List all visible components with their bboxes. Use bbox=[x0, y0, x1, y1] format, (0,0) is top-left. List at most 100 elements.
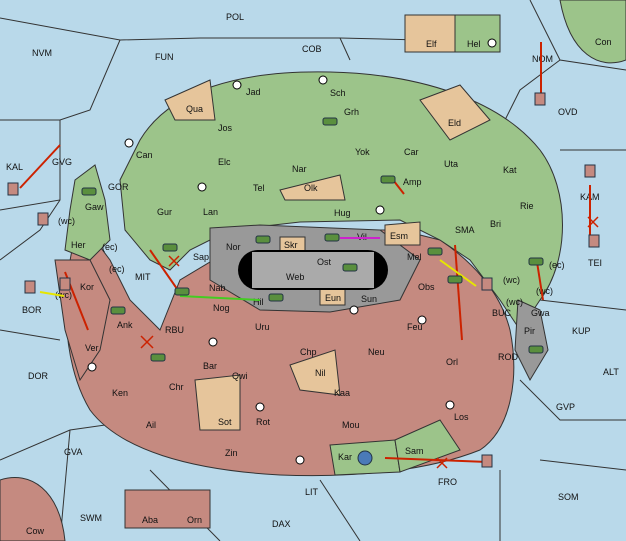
land-label: Rot bbox=[256, 417, 271, 427]
land-label: Ost bbox=[317, 257, 332, 267]
cross-icon bbox=[168, 255, 180, 267]
supply-center-icon[interactable] bbox=[445, 400, 455, 410]
cross-icon bbox=[140, 335, 154, 349]
land-label: Sam bbox=[405, 446, 424, 456]
supply-centers bbox=[87, 38, 497, 465]
sea-label: Con bbox=[595, 37, 612, 47]
army-icon[interactable] bbox=[150, 353, 166, 362]
sea-label: ALT bbox=[603, 367, 619, 377]
supply-center-icon[interactable] bbox=[255, 402, 265, 412]
sea-label: RBU bbox=[165, 325, 184, 335]
fleet-icon[interactable] bbox=[584, 164, 596, 178]
sea-label: KUP bbox=[572, 326, 591, 336]
land-label: Chp bbox=[300, 347, 317, 357]
move-arrow bbox=[384, 457, 489, 463]
land-label: Amp bbox=[403, 177, 422, 187]
land-label: Car bbox=[404, 147, 419, 157]
fleet-icon[interactable] bbox=[481, 277, 493, 291]
land-label: Lan bbox=[203, 207, 218, 217]
land-label: Yok bbox=[355, 147, 370, 157]
land-label: Uta bbox=[444, 159, 458, 169]
sea-label: KAL bbox=[6, 162, 23, 172]
coast-annotation: (wc) bbox=[503, 275, 520, 285]
supply-center-icon[interactable] bbox=[232, 80, 242, 90]
army-icon[interactable] bbox=[427, 247, 443, 256]
land-label: Mou bbox=[342, 420, 360, 430]
army-icon[interactable] bbox=[174, 287, 190, 296]
sea-label: SWM bbox=[80, 513, 102, 523]
supply-center-icon[interactable] bbox=[349, 305, 359, 315]
supply-center-icon[interactable] bbox=[124, 138, 134, 148]
supply-center-icon[interactable] bbox=[375, 205, 385, 215]
move-arrow bbox=[454, 244, 463, 341]
failed-order-markers bbox=[140, 216, 599, 469]
land-label: Sun bbox=[361, 294, 377, 304]
land-label: Eld bbox=[448, 118, 461, 128]
land-label: Nil bbox=[315, 368, 326, 378]
fleet-icon[interactable] bbox=[59, 277, 71, 291]
supply-center-icon[interactable] bbox=[87, 362, 97, 372]
move-arrow bbox=[536, 261, 544, 301]
support-arrow bbox=[439, 259, 477, 287]
land-esm bbox=[384, 221, 421, 246]
sea-label: MIT bbox=[135, 272, 151, 282]
coast-annotation: (ec) bbox=[109, 264, 125, 274]
land-label: Grh bbox=[344, 107, 359, 117]
supply-center-icon[interactable] bbox=[417, 315, 427, 325]
land-label: Ver bbox=[85, 343, 99, 353]
sea-label: LIT bbox=[305, 487, 319, 497]
fleet-icon[interactable] bbox=[37, 212, 49, 226]
army-icon[interactable] bbox=[162, 243, 178, 252]
land-sot bbox=[194, 374, 241, 431]
fleet-icon[interactable] bbox=[588, 234, 600, 248]
army-icon[interactable] bbox=[81, 187, 97, 196]
supply-center-icon[interactable] bbox=[208, 337, 218, 347]
land-label: Gaw bbox=[85, 202, 104, 212]
army-icon[interactable] bbox=[447, 275, 463, 284]
land-label: Jos bbox=[218, 123, 233, 133]
sea-label: COB bbox=[302, 44, 322, 54]
supply-center-icon[interactable] bbox=[318, 75, 328, 85]
land-label: Elc bbox=[218, 157, 231, 167]
cross-icon bbox=[436, 457, 448, 469]
land-label: Nar bbox=[292, 164, 307, 174]
sea-label: GVG bbox=[52, 157, 72, 167]
unit-group bbox=[81, 117, 544, 362]
fleet-icon[interactable] bbox=[7, 182, 19, 196]
fleet-icon[interactable] bbox=[24, 280, 36, 294]
army-icon[interactable] bbox=[255, 235, 271, 244]
army-icon[interactable] bbox=[268, 293, 284, 302]
fleet-icon[interactable] bbox=[534, 92, 546, 106]
land-qua bbox=[164, 79, 216, 121]
army-icon[interactable] bbox=[528, 345, 544, 354]
sea-label: ROD bbox=[498, 352, 519, 362]
land-label: Olk bbox=[304, 183, 318, 193]
land-label: Sot bbox=[218, 417, 232, 427]
sea-label: TEI bbox=[588, 258, 602, 268]
army-icon[interactable] bbox=[110, 306, 126, 315]
army-icon[interactable] bbox=[324, 233, 340, 242]
sea-label: NVM bbox=[32, 48, 52, 58]
land-label: Skr bbox=[284, 240, 298, 250]
supply-center-icon[interactable] bbox=[487, 38, 497, 48]
land-label: Kaa bbox=[334, 388, 350, 398]
supply-center-icon[interactable] bbox=[197, 182, 207, 192]
land-label: Chr bbox=[169, 382, 184, 392]
land-gaw-her bbox=[64, 164, 111, 261]
fleet-icon[interactable] bbox=[481, 454, 493, 468]
cross-icon bbox=[587, 216, 599, 228]
army-icon[interactable] bbox=[322, 117, 338, 126]
land-label: Nog bbox=[213, 303, 230, 313]
coast-annotation: (wc) bbox=[58, 216, 75, 226]
sea-label: BOR bbox=[22, 305, 42, 315]
army-icon[interactable] bbox=[380, 175, 396, 184]
army-icon[interactable] bbox=[342, 263, 358, 272]
land-label: Nab bbox=[209, 283, 226, 293]
sea-label: DOR bbox=[28, 371, 49, 381]
army-icon[interactable] bbox=[528, 257, 544, 266]
globe-icon[interactable] bbox=[357, 450, 373, 466]
order-arrows bbox=[19, 42, 591, 463]
land-nil bbox=[289, 349, 341, 396]
supply-center-icon[interactable] bbox=[295, 455, 305, 465]
land-label: Hil bbox=[253, 297, 264, 307]
